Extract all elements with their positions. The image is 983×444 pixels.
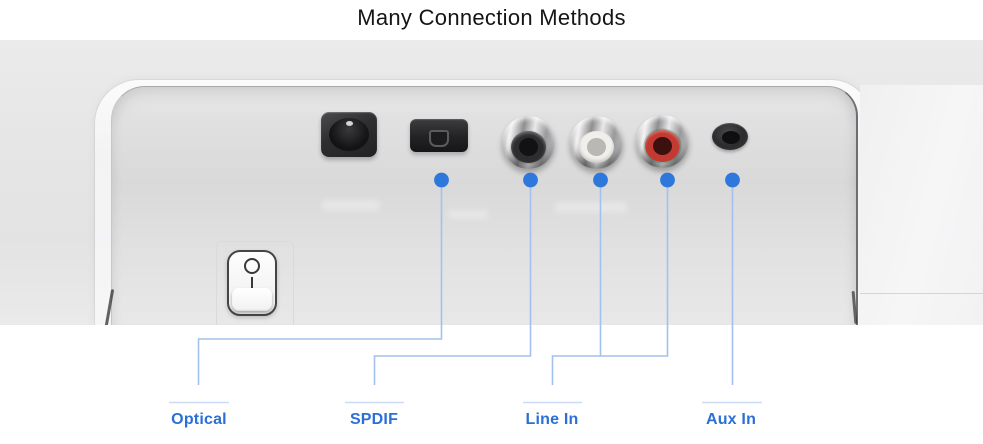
line-in-left-port <box>570 116 623 169</box>
aux-in-port <box>712 123 748 150</box>
soundbar-photo <box>0 40 983 325</box>
rca-ring-black <box>511 131 546 163</box>
panel-seam <box>860 293 983 294</box>
optical-label: Optical <box>171 411 227 428</box>
power-switch-rocker <box>232 288 272 311</box>
rca-ring-white <box>579 131 614 163</box>
power-switch <box>227 250 277 316</box>
spdif-label: SPDIF <box>349 411 399 428</box>
line-in-right-port <box>636 115 689 168</box>
dc-power-hole <box>329 118 369 151</box>
embossed-label-ghost <box>322 200 380 211</box>
rca-ring-red <box>645 130 680 162</box>
spdif-coax-port <box>502 116 555 169</box>
aux-in-label: Aux In <box>705 411 757 428</box>
embossed-label-ghost <box>555 202 627 213</box>
page-title: Many Connection Methods <box>357 5 626 30</box>
optical-port <box>410 119 468 152</box>
dc-power-port <box>321 112 377 157</box>
embossed-label-ghost <box>448 210 488 219</box>
power-off-symbol-icon <box>244 258 260 274</box>
dc-power-pin-highlight <box>346 121 353 126</box>
soundbar-right-end <box>860 85 983 325</box>
line-in-label: Line In <box>525 411 579 428</box>
rca-hole <box>519 138 538 156</box>
rca-hole <box>653 137 672 155</box>
aux-hole <box>722 131 740 144</box>
optical-port-door <box>429 130 449 147</box>
rca-hole <box>587 138 606 156</box>
